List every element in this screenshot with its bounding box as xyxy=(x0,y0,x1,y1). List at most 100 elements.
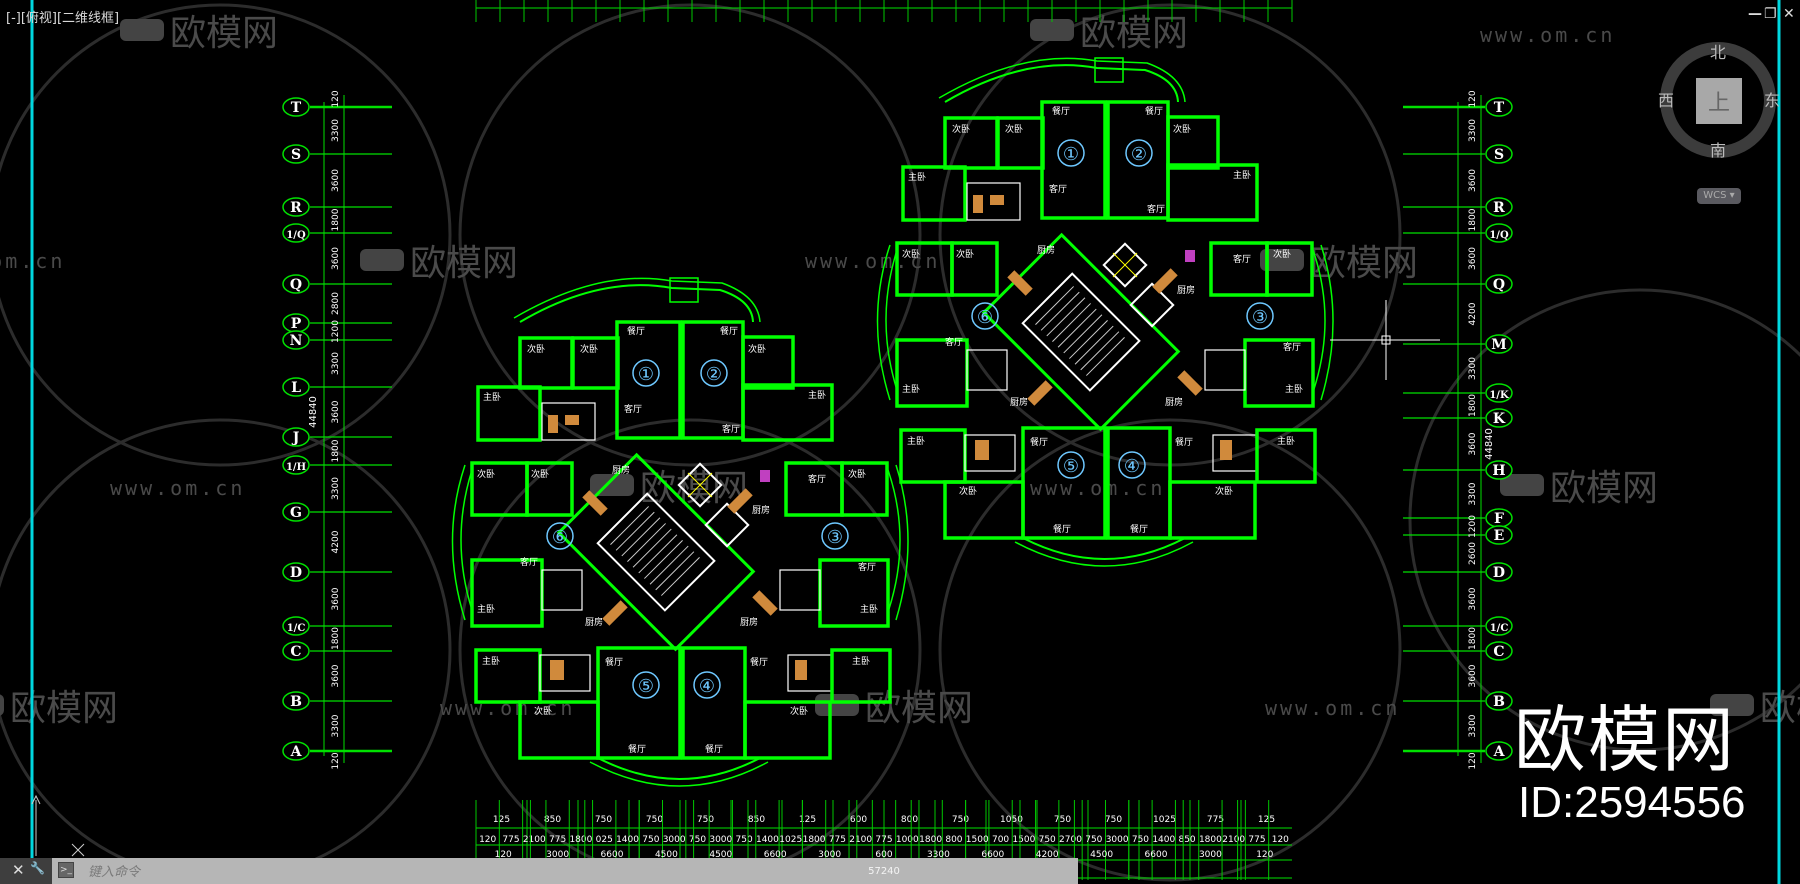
dimension-value: 3000 xyxy=(818,850,841,860)
axis-label: D xyxy=(1493,565,1505,581)
axis-bubble xyxy=(282,455,310,475)
dimension-value: 3600 xyxy=(1468,432,1478,455)
watermark-brand: 欧模网 xyxy=(10,688,118,729)
dimension-value: 750 xyxy=(736,835,753,845)
dimension-value: 6600 xyxy=(1145,850,1168,860)
dimension-value: 1025 xyxy=(1153,815,1176,825)
axis-bubble xyxy=(1485,408,1513,428)
compass-north[interactable]: 北 xyxy=(1710,43,1726,62)
axis-label: P xyxy=(291,316,302,332)
dimension-value: 1800 xyxy=(331,627,341,650)
watermark-id: ID:2594556 xyxy=(1518,778,1746,827)
viewcube[interactable]: 上 北 南 西 东 xyxy=(1650,40,1790,180)
axis-bubble xyxy=(1485,144,1513,164)
axis-label: 1/C xyxy=(287,623,306,634)
watermark-sofa-icon xyxy=(590,474,634,496)
dimension-value: 750 xyxy=(952,815,969,825)
axis-label: M xyxy=(1491,337,1507,353)
viewcube-face-top[interactable] xyxy=(1696,78,1742,124)
dimension-value: 3000 xyxy=(546,850,569,860)
axis-label: F xyxy=(1494,511,1504,527)
dimension-value: 4500 xyxy=(709,850,732,860)
dimension-value: 775 xyxy=(875,835,892,845)
dimension-value: 1800 xyxy=(1468,394,1478,417)
axis-bubble xyxy=(282,641,310,661)
dimension-value: 1000 xyxy=(896,835,919,845)
dimension-value: 750 xyxy=(1085,835,1102,845)
watermark-brand: 欧模网 xyxy=(1080,13,1188,54)
axis-label: S xyxy=(1494,147,1504,163)
dimension-value: 1500 xyxy=(1012,835,1035,845)
dimension-value: 1200 xyxy=(1468,515,1478,538)
dimension-value: 750 xyxy=(595,815,612,825)
watermark-sofa-icon xyxy=(1260,249,1304,271)
dimension-value: 750 xyxy=(646,815,663,825)
dimension-value: 3300 xyxy=(331,477,341,500)
compass-south[interactable]: 南 xyxy=(1710,141,1726,160)
command-line-handle[interactable]: ✕ 🔧 xyxy=(0,858,52,884)
axis-bubble xyxy=(282,427,310,447)
command-input[interactable] xyxy=(86,860,790,884)
dimension-value: 3600 xyxy=(331,664,341,687)
dimension-value: 025 xyxy=(596,835,613,845)
compass-west[interactable]: 西 xyxy=(1658,91,1674,110)
restore-button[interactable]: ❐ xyxy=(1764,6,1777,22)
dimension-value: 120 xyxy=(1256,850,1273,860)
watermark-sofa-icon xyxy=(815,694,859,716)
dimension-value: 850 xyxy=(1178,835,1195,845)
dimension-value: 3300 xyxy=(1468,714,1478,737)
dimension-value: 750 xyxy=(1105,815,1122,825)
viewport-controls-label[interactable]: [-][俯视][二维线框] xyxy=(6,11,120,26)
dimension-total: 44840 xyxy=(308,396,319,428)
dimension-value: 1025 xyxy=(779,835,802,845)
watermark-url: www.om.cn xyxy=(1265,696,1400,720)
watermark-brand: 欧模网 xyxy=(410,243,518,284)
dimension-value: 3000 xyxy=(709,835,732,845)
dimension-value: 1800 xyxy=(331,439,341,462)
dimension-value: 125 xyxy=(1258,815,1275,825)
viewcube-ring[interactable] xyxy=(1660,42,1776,158)
watermark-url: www.om.cn xyxy=(440,696,575,720)
axis-grid-left: TSR1/QQPNLJ1/HGD1/CCBA120330036001800360… xyxy=(282,90,392,770)
close-command-icon[interactable]: ✕ xyxy=(12,861,25,879)
dimension-value: 750 xyxy=(1054,815,1071,825)
minimize-button[interactable]: — xyxy=(1748,6,1762,22)
dimension-value: 3600 xyxy=(1468,247,1478,270)
crosshair-cursor xyxy=(1330,300,1440,380)
command-prompt-icon[interactable]: >_ xyxy=(58,862,74,878)
dimension-value: 3000 xyxy=(663,835,686,845)
wcs-dropdown[interactable]: WCS ▾ xyxy=(1697,188,1741,204)
axis-bubble xyxy=(1485,223,1513,243)
dimension-value: 3600 xyxy=(1468,169,1478,192)
dimension-value: 1800 xyxy=(1468,208,1478,231)
top-dimension-ticks xyxy=(475,0,1293,22)
axis-bubble xyxy=(1485,197,1513,217)
dimension-value: 3600 xyxy=(331,247,341,270)
watermark-sofa-icon xyxy=(120,19,164,41)
axis-bubble xyxy=(282,502,310,522)
wrench-icon[interactable]: 🔧 xyxy=(30,861,45,875)
watermark-brand: 欧模网 xyxy=(1310,243,1418,284)
axis-bubble xyxy=(1485,691,1513,711)
dimension-value: 6600 xyxy=(601,850,624,860)
watermark-sofa-icon xyxy=(360,249,404,271)
axis-label: 1/H xyxy=(286,462,306,473)
dimension-value: 3600 xyxy=(1468,664,1478,687)
dimension-value: 750 xyxy=(1039,835,1056,845)
watermark-brand-large: 欧模网 xyxy=(1514,698,1737,782)
dimension-value: 3300 xyxy=(1468,119,1478,142)
dimension-value: 120 xyxy=(331,90,341,107)
close-button[interactable]: ✕ xyxy=(1783,6,1795,22)
axis-label: Q xyxy=(1493,277,1505,293)
dimension-value: 1800 xyxy=(919,835,942,845)
compass-east[interactable]: 东 xyxy=(1764,91,1780,110)
dimension-value: 750 xyxy=(697,815,714,825)
watermark-sofa-icon xyxy=(1500,474,1544,496)
axis-label: 1/Q xyxy=(286,230,306,241)
dimension-value: 850 xyxy=(748,815,765,825)
dimension-value: 775 xyxy=(549,835,566,845)
axis-label: C xyxy=(1493,644,1504,660)
dimension-value: 3600 xyxy=(331,400,341,423)
dimension-value: 2800 xyxy=(331,292,341,315)
